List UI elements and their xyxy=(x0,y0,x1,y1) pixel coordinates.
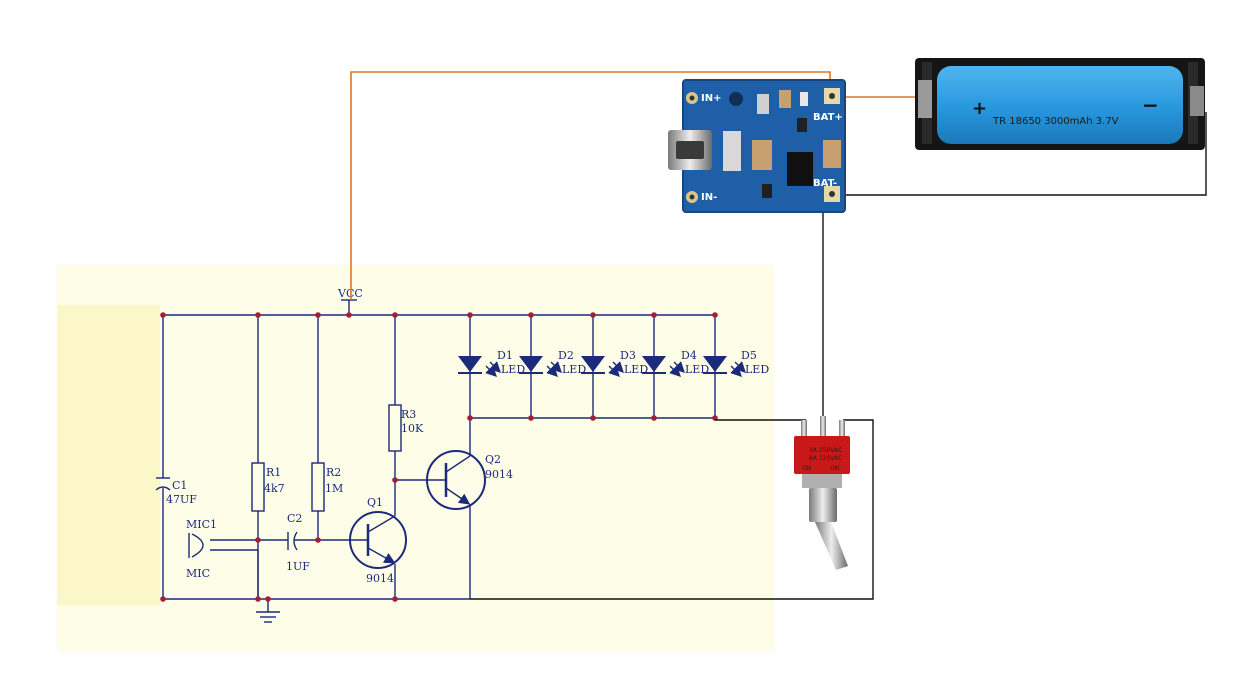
resistor-r2: R2 1M xyxy=(311,315,343,540)
charger-bat-minus-label: BAT- xyxy=(813,178,837,189)
switch-left-label: ON xyxy=(802,465,811,472)
charger-in-plus-label: IN+ xyxy=(701,93,721,104)
d5-value: LED xyxy=(745,363,769,376)
c2-ref: C2 xyxy=(287,512,302,525)
r2-ref: R2 xyxy=(326,466,341,479)
ground-return-wire xyxy=(470,419,874,600)
vcc-label: VCC xyxy=(337,287,363,300)
r2-value: 1M xyxy=(325,482,343,495)
switch-rating-1: 3A 250VAC xyxy=(809,447,842,454)
switch-rating-2: 6A 125VAC xyxy=(809,455,842,462)
bat-minus-wire xyxy=(844,112,1207,196)
q2-value: 9014 xyxy=(485,468,513,481)
d2-ref: D2 xyxy=(558,349,574,362)
mic-ref: MIC1 xyxy=(186,518,217,531)
schematic-left-strip xyxy=(57,305,160,605)
q1-ref: Q1 xyxy=(367,496,383,509)
charger-in-minus-label: IN- xyxy=(701,192,717,203)
d2-value: LED xyxy=(562,363,586,376)
battery-cell xyxy=(937,66,1183,144)
r1-value: 4k7 xyxy=(264,482,285,495)
charger-ic xyxy=(787,152,813,186)
d5-ref: D5 xyxy=(741,349,757,362)
battery-holder: + − TR 18650 3000mAh 3.7V xyxy=(915,58,1205,150)
battery-plus-label: + xyxy=(972,98,987,119)
d4-value: LED xyxy=(685,363,709,376)
schematic-background xyxy=(57,265,774,652)
c1-ref: C1 xyxy=(172,479,187,492)
c2-value: 1UF xyxy=(286,560,310,573)
d3-ref: D3 xyxy=(620,349,636,362)
transistor-q2: Q2 9014 xyxy=(395,418,513,599)
led-d5: D5 LED xyxy=(703,315,769,418)
q2-ref: Q2 xyxy=(485,453,501,466)
d1-value: LED xyxy=(501,363,525,376)
transistor-q1: Q1 9014 xyxy=(349,315,407,599)
battery-minus-label: − xyxy=(1142,93,1159,117)
charger-bat-plus-label: BAT+ xyxy=(813,112,843,123)
d1-ref: D1 xyxy=(497,349,513,362)
toggle-switch: ON ON 3A 250VAC 6A 125VAC xyxy=(794,416,850,570)
q1-value: 9014 xyxy=(366,572,394,585)
schematic-panel: VCC C1 47UF R1 4k7 R2 1M xyxy=(57,265,774,652)
r3-value: 10K xyxy=(401,422,424,435)
battery-label: TR 18650 3000mAh 3.7V xyxy=(992,116,1119,127)
c1-value: 47UF xyxy=(166,493,197,506)
vcc-symbol: VCC xyxy=(337,287,363,315)
switch-right-label: ON xyxy=(830,465,839,472)
charger-module: IN+ IN- BAT+ BAT- xyxy=(668,79,846,213)
r3-ref: R3 xyxy=(401,408,416,421)
d4-ref: D4 xyxy=(681,349,697,362)
d3-value: LED xyxy=(624,363,648,376)
r1-ref: R1 xyxy=(266,466,281,479)
resistor-r3: R3 10K xyxy=(388,404,424,452)
capacitor-c1: C1 47UF xyxy=(155,477,197,506)
capacitor-c2: C2 1UF xyxy=(286,512,350,573)
led-d2: D2 LED xyxy=(519,315,586,418)
mic-value: MIC xyxy=(186,567,210,580)
microphone-mic1: MIC1 MIC xyxy=(186,518,288,599)
